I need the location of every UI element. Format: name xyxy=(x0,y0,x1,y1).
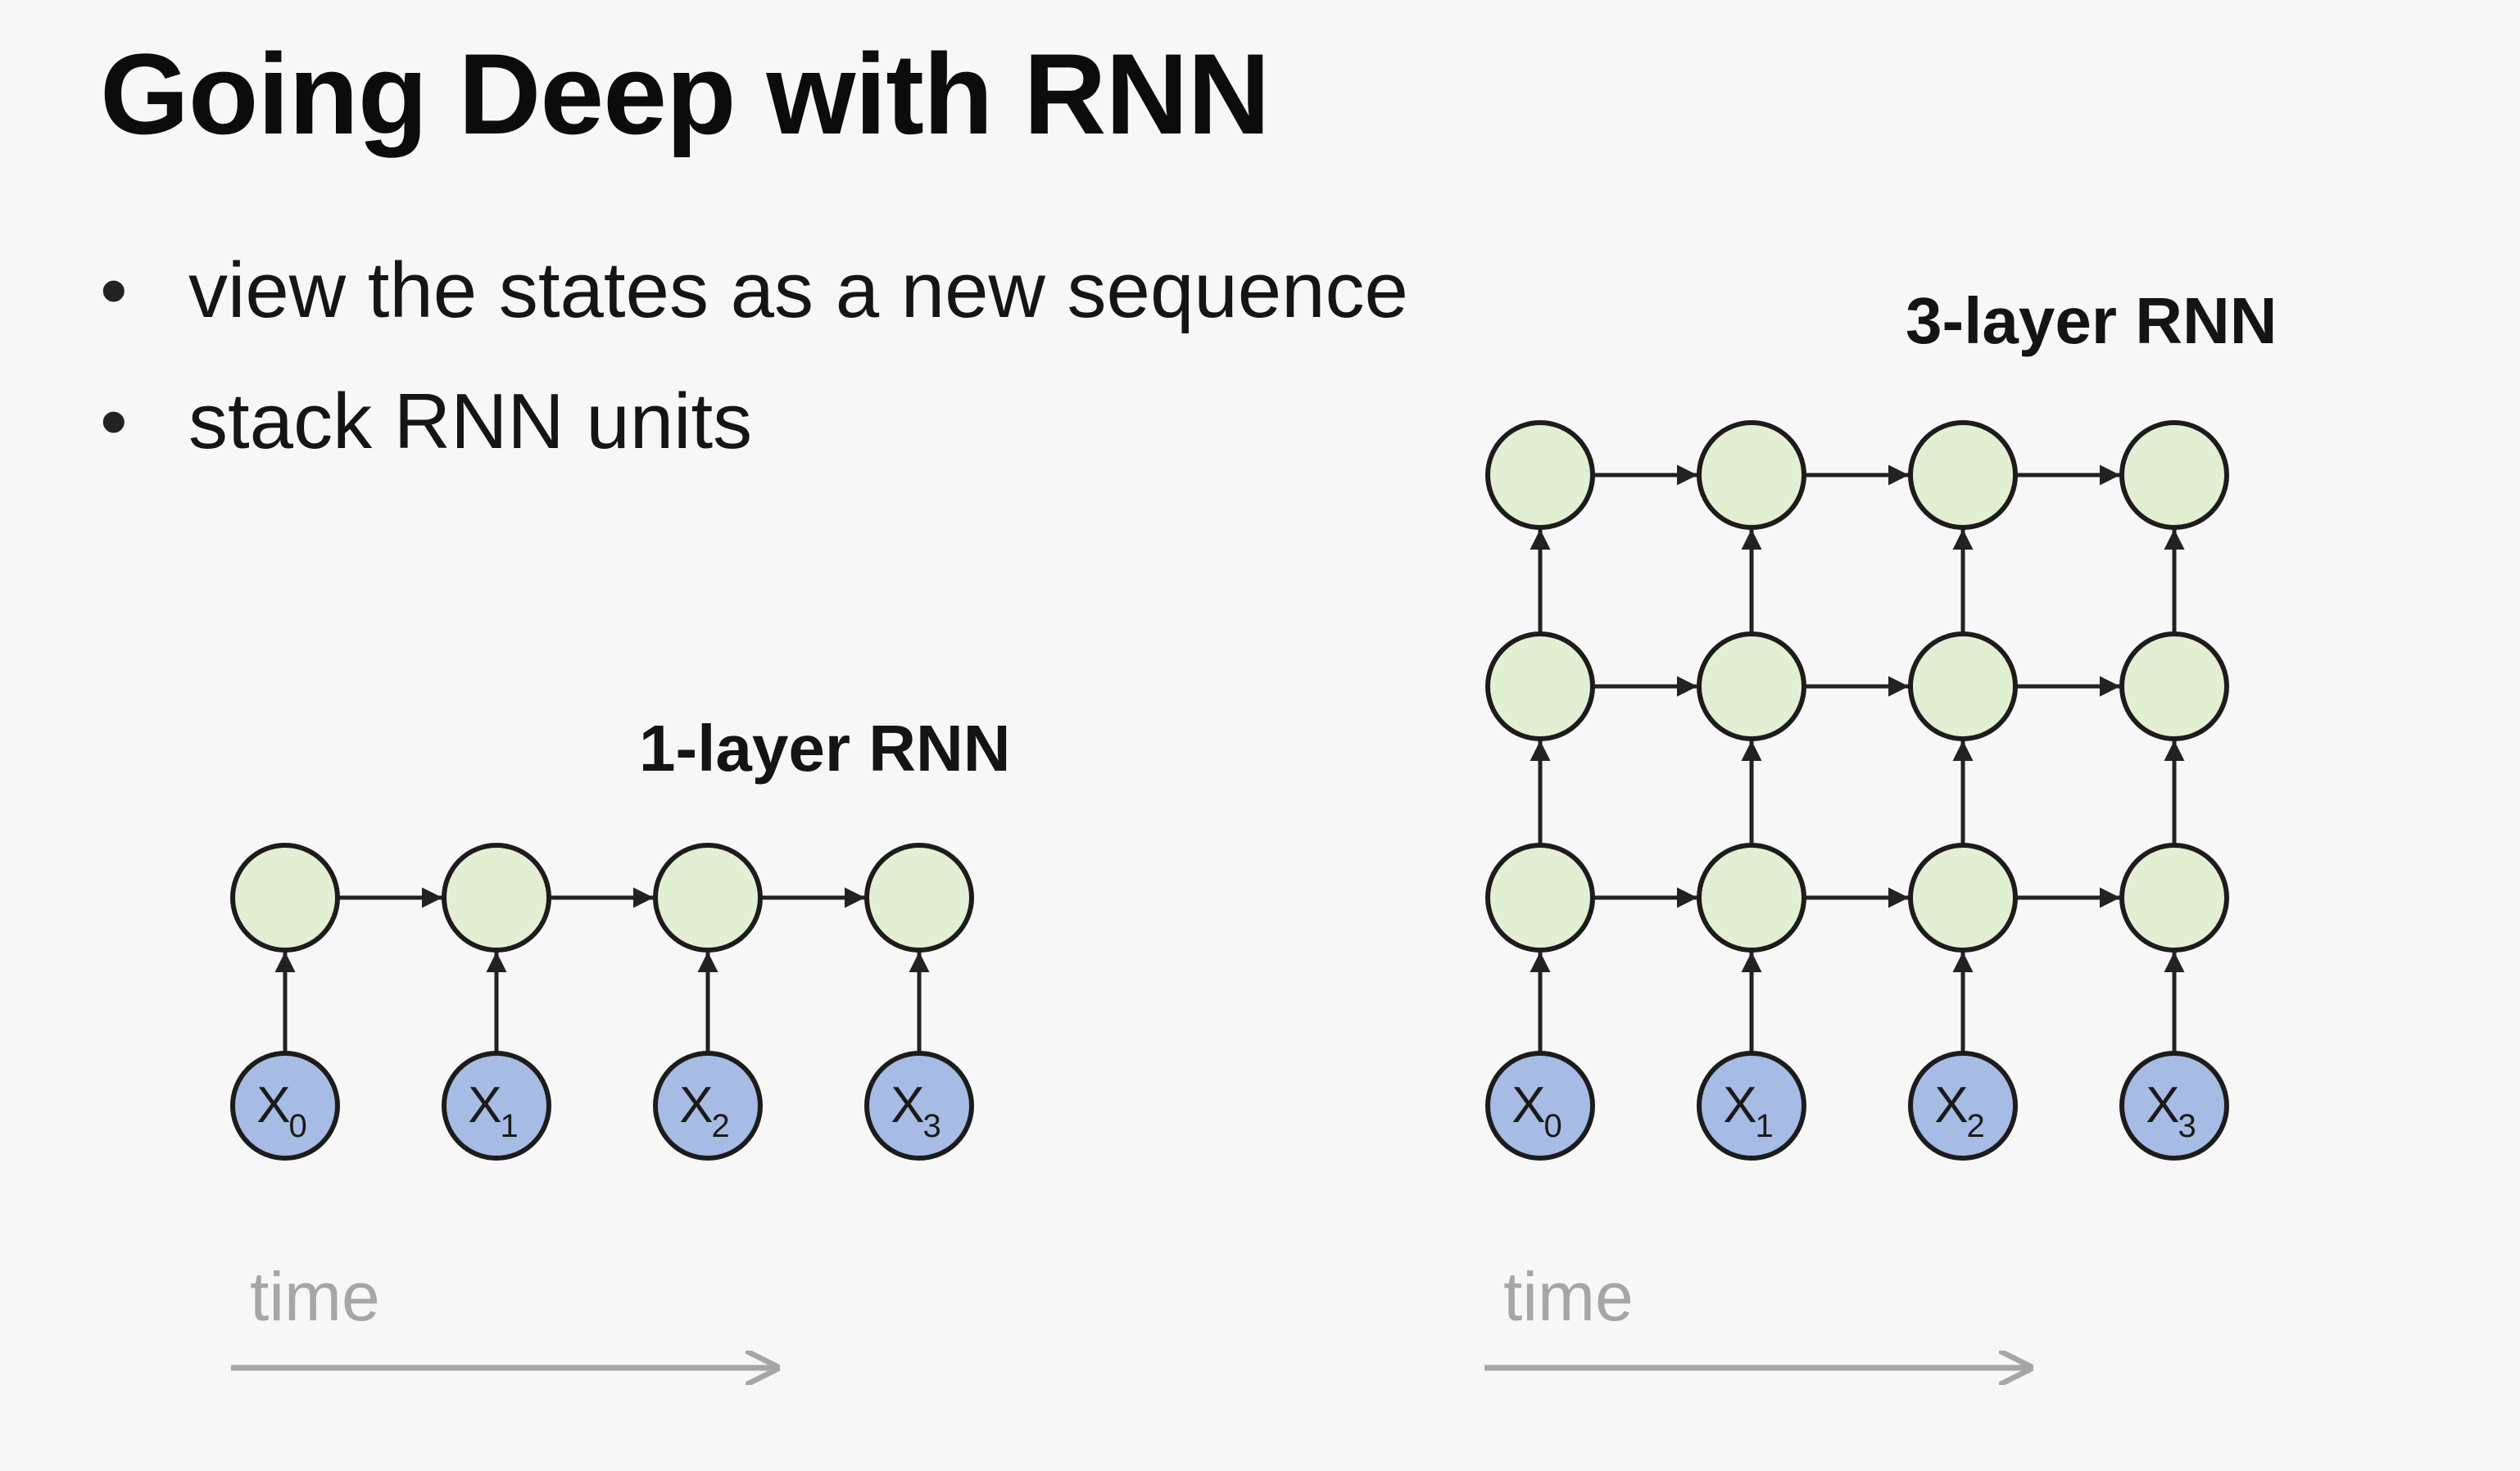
hidden-state-node xyxy=(1908,631,2018,741)
hidden-state-node xyxy=(2119,631,2229,741)
bullet-list: view the states as a new sequence stack … xyxy=(100,225,1408,487)
input-node-label: X2 xyxy=(679,1077,730,1144)
input-node-label: X0 xyxy=(1512,1077,1562,1144)
input-node xyxy=(442,1051,551,1161)
hidden-state-node xyxy=(1908,843,2018,953)
hidden-state-node xyxy=(442,843,551,953)
hidden-state-node xyxy=(1697,420,1806,530)
input-node xyxy=(1697,1051,1806,1161)
hidden-state-node xyxy=(2119,420,2229,530)
hidden-state-node xyxy=(1908,420,2018,530)
time-axis-label-left: time xyxy=(250,1258,380,1335)
slide-title: Going Deep with RNN xyxy=(100,29,1271,158)
input-node xyxy=(2119,1051,2229,1161)
hidden-state-node xyxy=(230,843,340,953)
input-node xyxy=(653,1051,763,1161)
hidden-state-node xyxy=(1485,631,1595,741)
time-axis-label-right: time xyxy=(1503,1258,1634,1335)
hidden-state-node xyxy=(1697,843,1806,953)
input-node-label: X0 xyxy=(256,1077,307,1144)
input-node xyxy=(230,1051,340,1161)
three-layer-rnn-label: 3-layer RNN xyxy=(1906,284,2278,357)
bullet-item: stack RNN units xyxy=(100,356,1408,487)
input-node-label: X1 xyxy=(468,1077,519,1144)
input-node xyxy=(1485,1051,1595,1161)
hidden-state-node xyxy=(1485,420,1595,530)
hidden-state-node xyxy=(1697,631,1806,741)
input-node xyxy=(1908,1051,2018,1161)
hidden-state-node xyxy=(653,843,763,953)
input-node-label: X3 xyxy=(2146,1077,2196,1144)
one-layer-rnn-label: 1-layer RNN xyxy=(639,712,1011,785)
bullet-item: view the states as a new sequence xyxy=(100,225,1408,356)
one-layer-rnn-diagram: X0 X1 X2 X3 xyxy=(230,843,974,1368)
three-layer-rnn-diagram: X0 X1 X2 X3 xyxy=(1484,420,2229,1368)
input-node xyxy=(864,1051,974,1161)
hidden-state-node xyxy=(864,843,974,953)
input-node-label: X3 xyxy=(891,1077,941,1144)
input-node-label: X2 xyxy=(1934,1077,1985,1144)
hidden-state-node xyxy=(2119,843,2229,953)
input-node-label: X1 xyxy=(1723,1077,1774,1144)
hidden-state-node xyxy=(1485,843,1595,953)
